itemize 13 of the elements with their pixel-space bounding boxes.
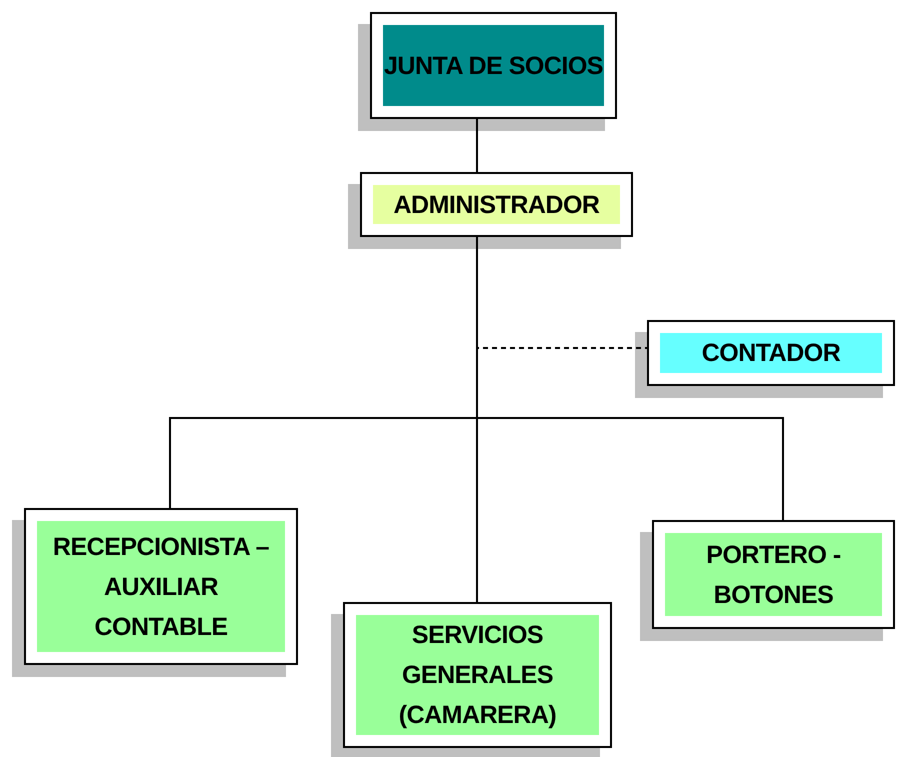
administrator-box [360,172,633,237]
accountant-box [647,320,895,386]
role-label: RECEPCIONISTA – AUXILIAR CONTABLE [37,521,285,652]
staff-role-box [343,602,612,748]
governing-board-box [370,12,617,119]
connector-line [476,119,478,172]
role-label: SERVICIOS GENERALES (CAMARERA) [356,615,599,735]
role-label: ADMINISTRADOR [373,185,620,224]
staff-role-box [652,520,895,629]
role-label: JUNTA DE SOCIOS [383,25,604,106]
staff-role-box [24,508,298,665]
role-label: PORTERO - BOTONES [665,533,882,616]
role-label: CONTADOR [660,333,882,373]
